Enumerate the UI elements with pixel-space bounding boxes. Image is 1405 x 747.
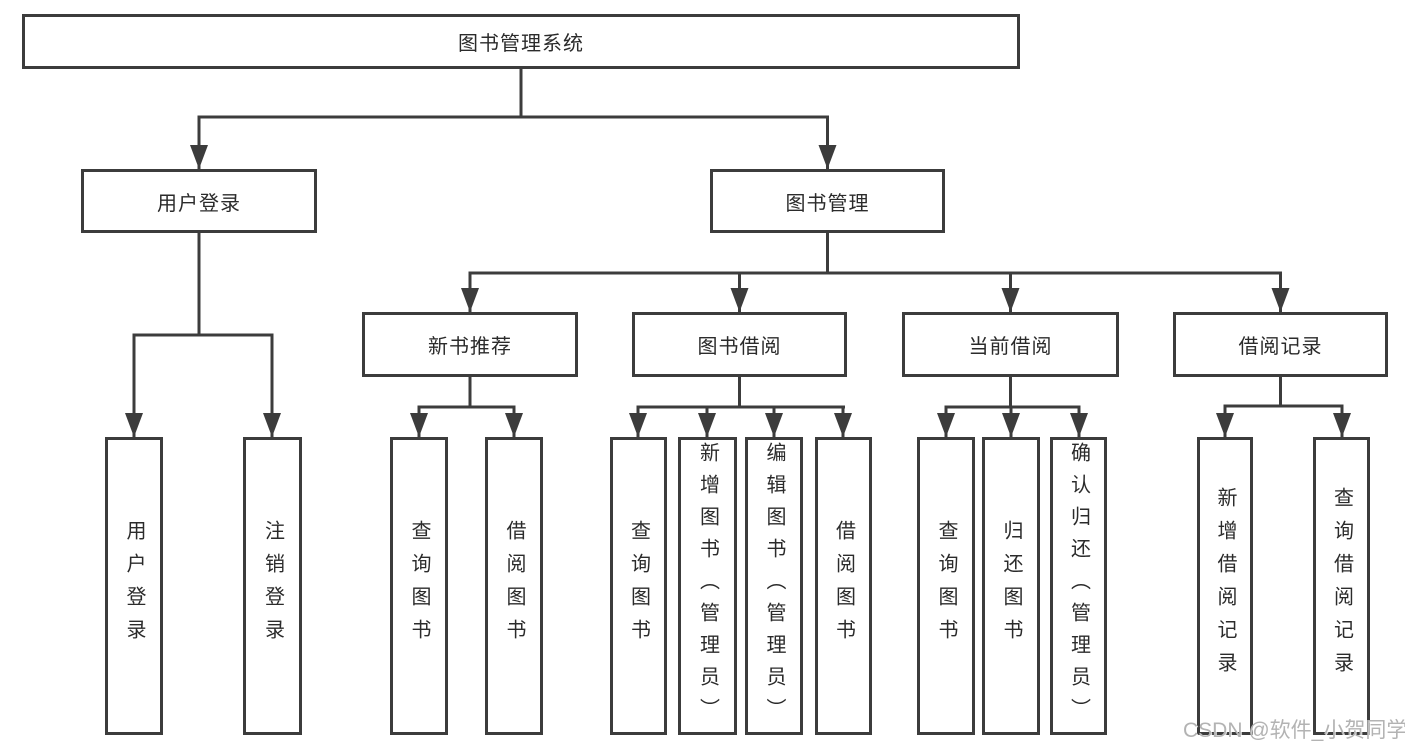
leaf-query-borrow-record-label: 查询借阅记录 [1330,487,1353,685]
node-current-borrowing: 当前借阅 [902,312,1119,377]
leaf-borrow-books-borrowing: 借阅图书 [815,437,872,735]
node-root: 图书管理系统 [22,14,1020,69]
leaf-user-login: 用户登录 [105,437,163,735]
node-root-label: 图书管理系统 [458,33,584,55]
leaf-logout: 注销登录 [243,437,302,735]
csdn-watermark: CSDN @软件_小贺同学 [1183,719,1405,742]
node-book-borrowing: 图书借阅 [632,312,847,377]
leaf-query-books-borrowing-label: 查询图书 [627,520,650,652]
leaf-query-borrow-record: 查询借阅记录 [1313,437,1370,735]
node-book-management: 图书管理 [710,169,945,233]
leaf-edit-book-admin: 编辑图书（管理员） [745,437,803,735]
leaf-return-books: 归还图书 [982,437,1040,735]
leaf-user-login-label: 用户登录 [123,520,145,652]
node-borrowing-records-label: 借阅记录 [1238,336,1323,358]
leaf-edit-book-admin-label: 编辑图书（管理员） [763,442,785,730]
node-borrowing-records: 借阅记录 [1173,312,1388,377]
leaf-borrow-books-borrowing-label: 借阅图书 [832,520,855,652]
leaf-add-book-admin: 新增图书（管理员） [678,437,737,735]
node-user-login-label: 用户登录 [157,192,241,215]
leaf-confirm-return-admin-label: 确认归还（管理员） [1067,442,1090,730]
leaf-confirm-return-admin: 确认归还（管理员） [1050,437,1107,735]
leaf-query-books-recommend: 查询图书 [390,437,448,735]
node-book-borrowing-label: 图书借阅 [697,336,782,358]
leaf-borrow-books-recommend-label: 借阅图书 [503,520,525,652]
leaf-add-borrow-record-label: 新增借阅记录 [1214,487,1236,685]
node-user-login: 用户登录 [81,169,317,233]
leaf-query-books-borrowing: 查询图书 [610,437,667,735]
node-current-borrowing-label: 当前借阅 [968,336,1053,358]
leaf-borrow-books-recommend: 借阅图书 [485,437,543,735]
node-book-management-label: 图书管理 [785,192,870,215]
leaf-query-books-current-label: 查询图书 [935,520,957,652]
leaf-add-book-admin-label: 新增图书（管理员） [696,442,719,730]
node-new-book-recommend-label: 新书推荐 [428,336,512,358]
leaf-query-books-recommend-label: 查询图书 [408,520,430,652]
leaf-query-books-current: 查询图书 [917,437,975,735]
leaf-return-books-label: 归还图书 [1000,520,1022,652]
node-new-book-recommend: 新书推荐 [362,312,578,377]
leaf-logout-label: 注销登录 [261,520,284,652]
leaf-add-borrow-record: 新增借阅记录 [1197,437,1253,735]
